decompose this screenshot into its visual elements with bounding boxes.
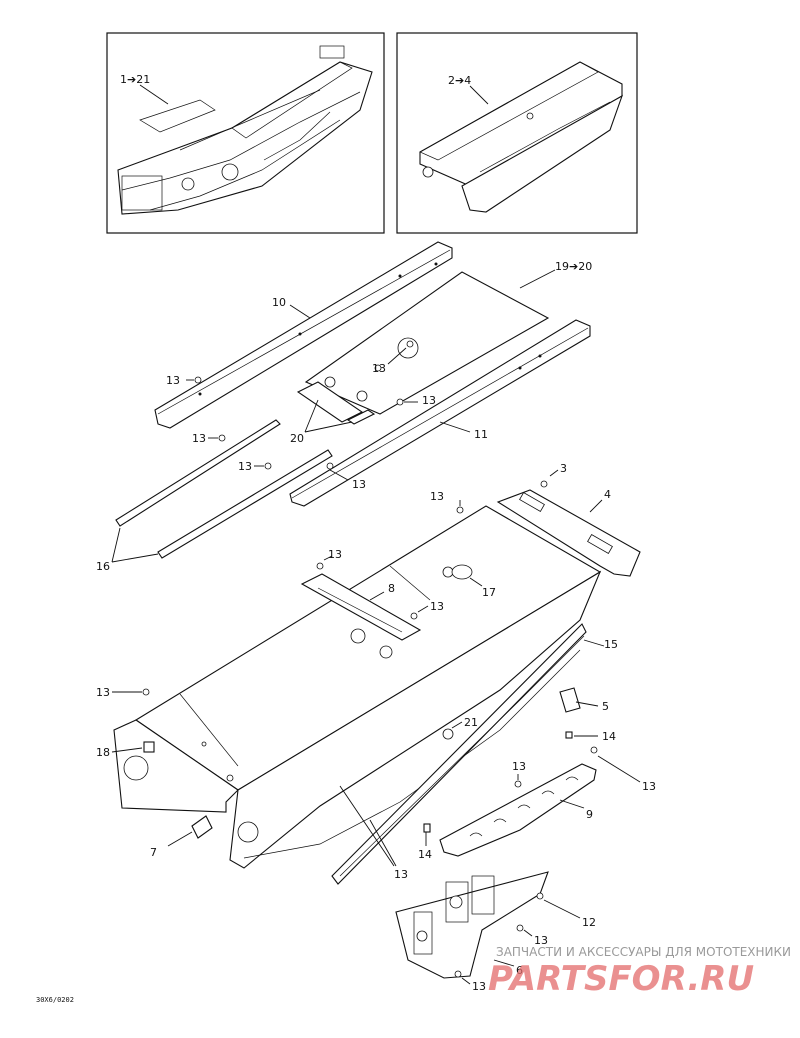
running-board-9: [439, 763, 597, 857]
callout-13-a: 13: [166, 374, 180, 387]
tunnel-main: [113, 505, 602, 869]
callout-20: 20: [290, 432, 304, 445]
callout-15: 15: [604, 638, 618, 651]
plate-19-20: [304, 271, 550, 415]
callout-13-b: 13: [372, 362, 386, 375]
callout-3: 3: [560, 462, 567, 475]
callout-14-right: 14: [602, 730, 616, 743]
callout-19-20: 19➔20: [555, 260, 592, 273]
fastener-14-left: [423, 823, 431, 833]
callout-13-d: 13: [192, 432, 206, 445]
bracket-8: [300, 573, 422, 641]
callout-12: 12: [582, 916, 596, 929]
part-7: [191, 815, 213, 839]
callout-7: 7: [150, 846, 157, 859]
rear-bracket-6: [395, 871, 549, 979]
inset-frame-right: [396, 32, 638, 234]
watermark-logo: PARTSFOR.RU: [488, 959, 754, 999]
callout-13-l: 13: [642, 780, 656, 793]
callout-10: 10: [272, 296, 286, 309]
callout-13-m: 13: [394, 868, 408, 881]
callout-2-4: 2➔4: [448, 74, 471, 87]
callout-14-left: 14: [418, 848, 432, 861]
fastener-14-right: [565, 731, 573, 739]
part-21: [442, 728, 454, 740]
rail-11: [289, 319, 591, 507]
chassis-assembly-inset: [117, 45, 373, 215]
callout-13-g: 13: [430, 490, 444, 503]
spacers-20: [296, 381, 376, 425]
callout-5: 5: [602, 700, 609, 713]
callout-9: 9: [586, 808, 593, 821]
part-17: [451, 564, 473, 580]
callout-11: 11: [474, 428, 488, 441]
part-18: [143, 741, 155, 753]
screws-13: [142, 340, 598, 978]
rail-10: [154, 241, 453, 429]
plate-4: [496, 489, 641, 577]
callout-16: 16: [96, 560, 110, 573]
callout-13-o: 13: [472, 980, 486, 993]
strips-16: [115, 419, 333, 559]
callout-6: 6: [516, 964, 523, 977]
tunnel-inset: [419, 61, 624, 213]
callout-13-h: 13: [328, 548, 342, 561]
watermark-tagline: ЗАПЧАСТИ И АКСЕССУАРЫ ДЛЯ МОТОТЕХНИКИ: [496, 945, 791, 959]
callout-13-j: 13: [96, 686, 110, 699]
callout-1-21: 1➔21: [120, 73, 150, 86]
callout-21: 21: [464, 716, 478, 729]
rail-15: [331, 623, 587, 885]
drawing-code: 30X6/0202: [36, 996, 74, 1004]
callout-8: 8: [388, 582, 395, 595]
callout-17: 17: [482, 586, 496, 599]
part-5: [559, 687, 581, 713]
leaders-13: [112, 347, 641, 985]
part-12: [536, 892, 544, 900]
inset-frame-left: [106, 32, 385, 234]
part-3: [540, 480, 548, 488]
callout-13-f: 13: [352, 478, 366, 491]
callout-18: 18: [96, 746, 110, 759]
callout-13-e: 13: [238, 460, 252, 473]
callout-13-i: 13: [430, 600, 444, 613]
callout-4: 4: [604, 488, 611, 501]
callout-13-n: 13: [534, 934, 548, 947]
callout-13-c: 13: [422, 394, 436, 407]
callout-13-k: 13: [512, 760, 526, 773]
